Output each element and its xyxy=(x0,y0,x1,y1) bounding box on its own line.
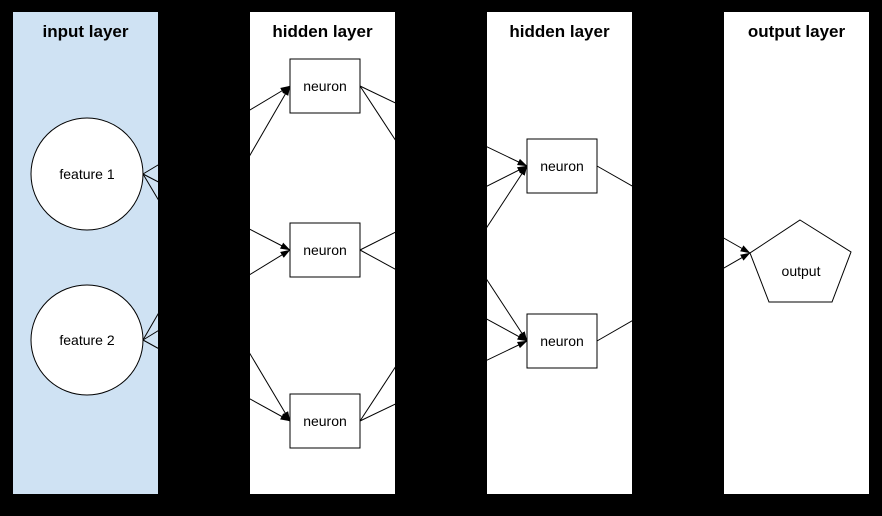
panel-hidden-layer-2 xyxy=(487,12,632,494)
edge-feature-2-to-hidden1-neuron-3 xyxy=(142,339,291,422)
edge-feature-1-to-hidden1-neuron-1 xyxy=(142,85,291,175)
panel-input-layer xyxy=(13,12,158,494)
edge-hidden1-neuron-1-to-hidden2-neuron-1 xyxy=(359,85,528,167)
panel-title-output-layer: output layer xyxy=(748,22,846,41)
node-output xyxy=(749,219,852,303)
edge-feature-1-to-hidden1-neuron-3 xyxy=(142,173,291,422)
edge-hidden1-neuron-2-to-hidden2-neuron-2 xyxy=(359,249,528,342)
edge-hidden1-neuron-2-to-hidden2-neuron-1 xyxy=(359,165,528,251)
node-label-hidden1-neuron-2: neuron xyxy=(303,242,347,258)
edge-feature-2-to-hidden1-neuron-1 xyxy=(142,85,291,341)
panel-title-input-layer: input layer xyxy=(43,22,129,41)
edge-feature-1-to-hidden1-neuron-2 xyxy=(142,173,291,251)
edge-hidden1-neuron-3-to-hidden2-neuron-2 xyxy=(359,340,528,422)
node-feature-1 xyxy=(30,117,144,231)
panel-title-hidden-layer-1: hidden layer xyxy=(272,22,373,41)
node-hidden2-neuron-2 xyxy=(526,313,598,369)
node-label-hidden1-neuron-1: neuron xyxy=(303,78,347,94)
node-label-feature-1: feature 1 xyxy=(59,166,114,182)
node-label-hidden2-neuron-2: neuron xyxy=(540,333,584,349)
edge-feature-2-to-hidden1-neuron-2 xyxy=(142,249,291,341)
edge-hidden1-neuron-3-to-hidden2-neuron-1 xyxy=(359,165,528,422)
edge-hidden1-neuron-1-to-hidden2-neuron-2 xyxy=(359,85,528,342)
node-label-hidden1-neuron-3: neuron xyxy=(303,413,347,429)
edge-hidden2-neuron-2-to-output xyxy=(596,252,751,342)
node-hidden1-neuron-1 xyxy=(289,58,361,114)
panel-title-hidden-layer-2: hidden layer xyxy=(509,22,610,41)
edge-hidden2-neuron-1-to-output xyxy=(596,165,751,254)
node-hidden1-neuron-3 xyxy=(289,393,361,449)
node-hidden1-neuron-2 xyxy=(289,222,361,278)
node-label-output: output xyxy=(782,263,821,279)
node-hidden2-neuron-1 xyxy=(526,138,598,194)
node-feature-2 xyxy=(30,284,144,396)
node-label-feature-2: feature 2 xyxy=(59,332,114,348)
node-label-hidden2-neuron-1: neuron xyxy=(540,158,584,174)
